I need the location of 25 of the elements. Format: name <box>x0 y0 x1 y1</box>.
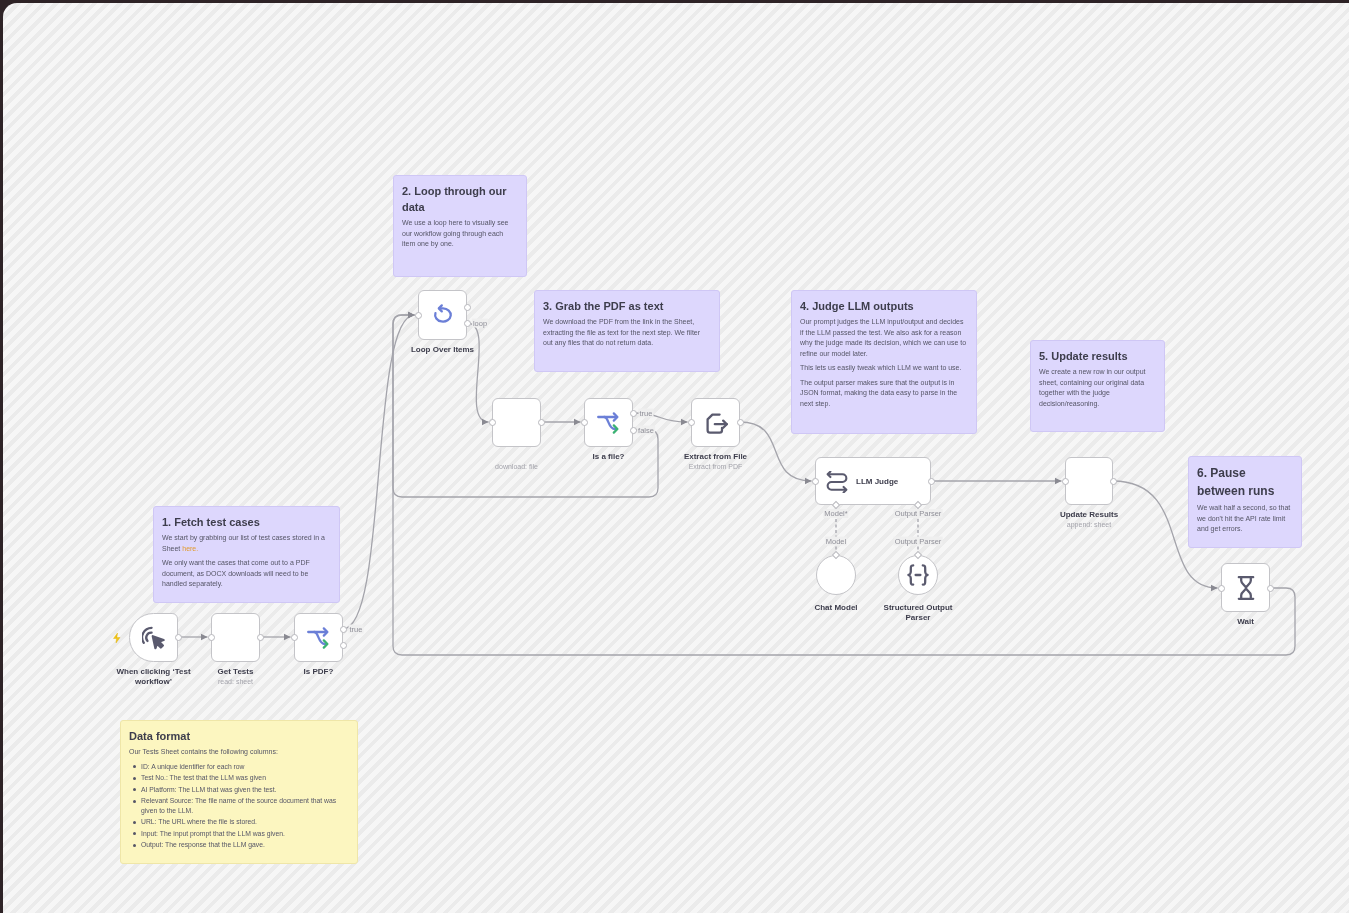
node-label: LLM Judge <box>856 477 899 487</box>
sticky-note <box>534 290 720 372</box>
note-heading: 6. Pause between runs <box>1197 465 1276 500</box>
sticky-note <box>393 175 527 277</box>
sticky-note <box>791 290 977 434</box>
sticky-note <box>153 506 340 603</box>
node-label: Loop Over Items <box>409 345 476 355</box>
note-heading: 5. Update results <box>1039 349 1129 364</box>
sticky-note <box>1188 456 1302 548</box>
node-label: Structured Output Parser <box>882 603 954 623</box>
note-heading: 1. Fetch test cases <box>162 515 261 530</box>
node-label: When clicking ‘Test workflow’ <box>115 667 192 687</box>
node-label: Chat Model <box>813 603 859 613</box>
node-label: Update Results <box>1058 510 1120 520</box>
sticky-note <box>120 720 358 864</box>
note-heading: 2. Loop through our data <box>402 184 508 215</box>
node-label: Wait <box>1236 617 1255 627</box>
note-heading: 3. Grab the PDF as text <box>543 299 665 314</box>
node-label: Is a file? <box>591 452 626 462</box>
note-heading: 4. Judge LLM outputs <box>800 299 915 314</box>
node-label: Extract from File <box>682 452 749 462</box>
sticky-note <box>1030 340 1165 432</box>
note-heading: Data format <box>129 729 192 744</box>
connector-arrow <box>392 311 1296 656</box>
node-label: Is PDF? <box>302 667 335 677</box>
